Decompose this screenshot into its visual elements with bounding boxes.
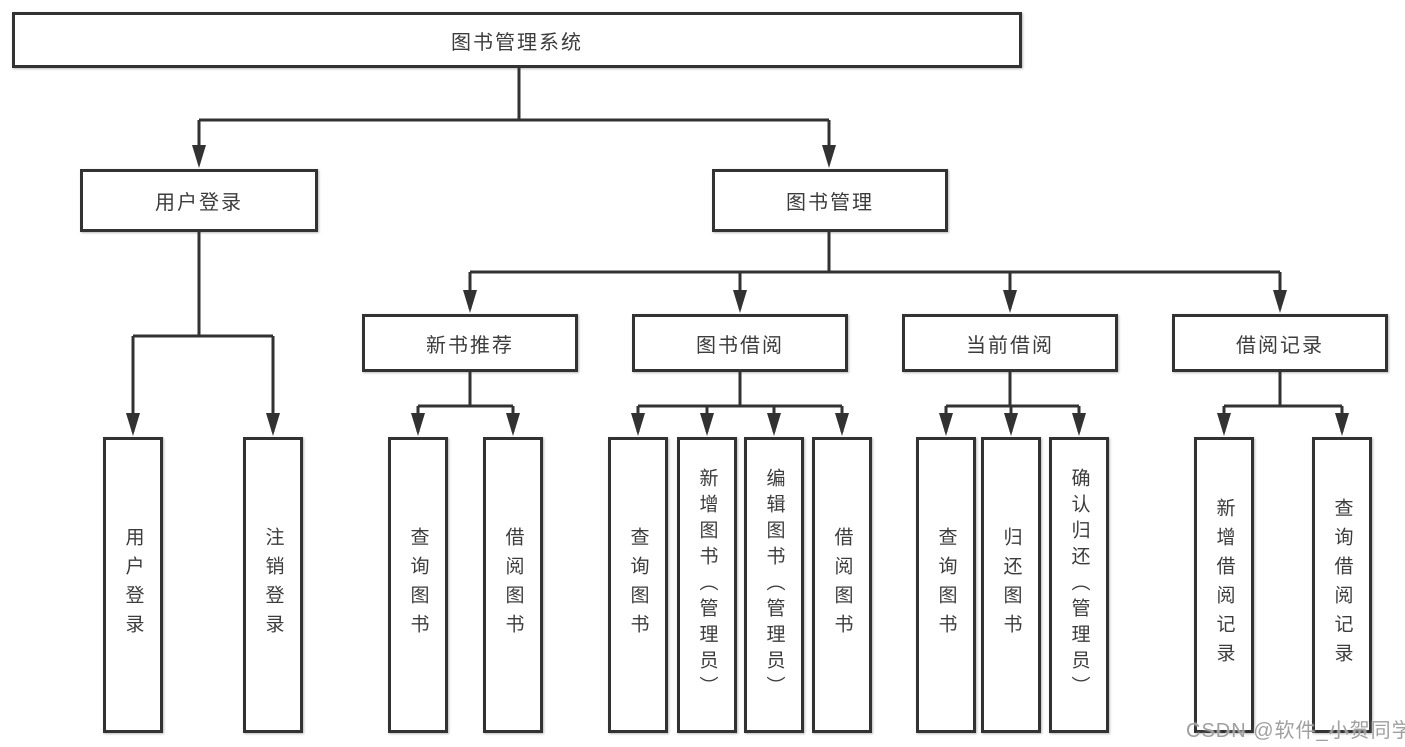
connector-user-login-to-leaves <box>126 231 280 436</box>
leaf-query-books-current: 查询图书 <box>916 437 976 733</box>
arrowhead-icon <box>463 290 477 313</box>
arrowhead-icon <box>1335 413 1349 436</box>
arrowhead-icon <box>1004 413 1018 436</box>
leaf-add-books-admin: 新增图书（管理员） <box>677 437 737 733</box>
leaf-label: 用户登录 <box>122 527 144 643</box>
leaf-label: 归还图书 <box>1000 527 1022 643</box>
csdn-watermark: CSDN @软件_小贺同学 <box>1186 720 1405 742</box>
node-user-login: 用户登录 <box>80 169 318 232</box>
arrowhead-icon <box>411 413 425 436</box>
leaf-query-borrow-record: 查询借阅记录 <box>1312 437 1372 733</box>
leaf-user-login: 用户登录 <box>103 437 163 733</box>
node-root-system: 图书管理系统 <box>12 12 1022 68</box>
leaf-label: 查询借阅记录 <box>1331 498 1353 672</box>
leaf-label: 确认归还（管理员） <box>1068 468 1090 702</box>
node-new-book-recommend: 新书推荐 <box>362 314 578 372</box>
connector-book-management-to-level3 <box>463 231 1287 313</box>
leaf-return-books: 归还图书 <box>981 437 1041 733</box>
node-book-borrow: 图书借阅 <box>632 314 848 372</box>
leaf-borrow-books: 借阅图书 <box>812 437 872 733</box>
arrowhead-icon <box>192 145 206 168</box>
connector-borrow-records-to-leaves <box>1217 371 1349 436</box>
leaf-label: 新增借阅记录 <box>1213 498 1235 672</box>
arrowhead-icon <box>767 413 781 436</box>
arrowhead-icon <box>835 413 849 436</box>
arrowhead-icon <box>631 413 645 436</box>
leaf-label: 查询图书 <box>407 527 429 643</box>
arrowhead-icon <box>733 290 747 313</box>
node-current-borrow: 当前借阅 <box>902 314 1118 372</box>
leaf-label: 编辑图书（管理员） <box>763 468 785 702</box>
leaf-add-borrow-record: 新增借阅记录 <box>1194 437 1254 733</box>
leaf-query-books-recommend: 查询图书 <box>388 437 448 733</box>
arrowhead-icon <box>266 413 280 436</box>
node-book-management: 图书管理 <box>712 169 948 232</box>
connector-new-book-to-leaves <box>411 371 520 436</box>
connector-root-to-level2 <box>192 66 836 168</box>
connector-current-borrow-to-leaves <box>939 371 1086 436</box>
leaf-logout: 注销登录 <box>243 437 303 733</box>
leaf-label: 查询图书 <box>627 527 649 643</box>
arrowhead-icon <box>1273 290 1287 313</box>
arrowhead-icon <box>700 413 714 436</box>
leaf-label: 查询图书 <box>935 527 957 643</box>
leaf-label: 借阅图书 <box>502 527 524 643</box>
arrowhead-icon <box>126 413 140 436</box>
arrowhead-icon <box>1003 290 1017 313</box>
leaf-confirm-return-admin: 确认归还（管理员） <box>1049 437 1109 733</box>
leaf-borrow-books-recommend: 借阅图书 <box>483 437 543 733</box>
arrowhead-icon <box>506 413 520 436</box>
leaf-label: 借阅图书 <box>831 527 853 643</box>
arrowhead-icon <box>822 145 836 168</box>
connector-book-borrow-to-leaves <box>631 371 849 436</box>
arrowhead-icon <box>1072 413 1086 436</box>
arrowhead-icon <box>1217 413 1231 436</box>
leaf-label: 新增图书（管理员） <box>696 468 718 702</box>
leaf-label: 注销登录 <box>262 527 284 643</box>
arrowhead-icon <box>939 413 953 436</box>
node-borrow-records: 借阅记录 <box>1172 314 1388 372</box>
leaf-query-books-borrow: 查询图书 <box>608 437 668 733</box>
leaf-edit-books-admin: 编辑图书（管理员） <box>744 437 804 733</box>
